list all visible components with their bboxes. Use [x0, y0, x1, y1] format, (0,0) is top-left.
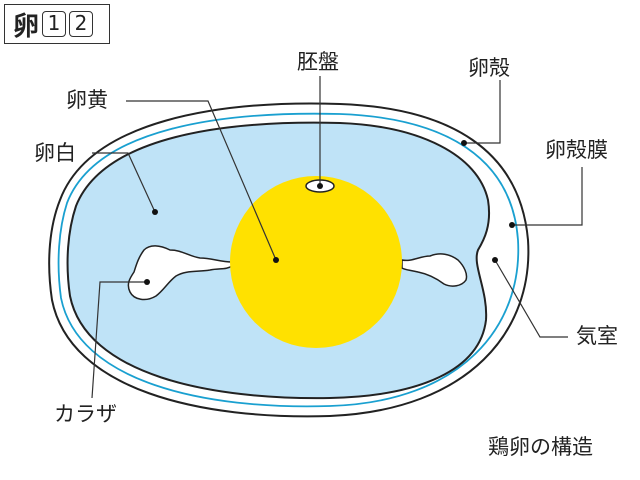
figure-badge: 卵 1 2 — [4, 4, 110, 44]
label-air-cell: 気室 — [576, 324, 618, 348]
label-chalaza: カラザ — [54, 402, 117, 426]
yolk — [230, 176, 402, 348]
diagram-caption: 鶏卵の構造 — [488, 435, 593, 459]
shell-membrane — [57, 112, 520, 408]
label-yolk: 卵黄 — [66, 88, 108, 112]
badge-number-2: 2 — [69, 11, 94, 37]
pointer-dots — [144, 140, 515, 285]
badge-number-1: 1 — [42, 11, 67, 37]
badge-kanji: 卵 — [13, 11, 40, 42]
label-blastodisc: 胚盤 — [297, 50, 339, 74]
chalaza-right — [401, 253, 468, 287]
label-shell: 卵殻 — [468, 56, 510, 80]
label-egg-white: 卵白 — [34, 141, 76, 165]
leader-lines — [91, 76, 583, 399]
label-shell-membrane: 卵殻膜 — [545, 138, 608, 162]
